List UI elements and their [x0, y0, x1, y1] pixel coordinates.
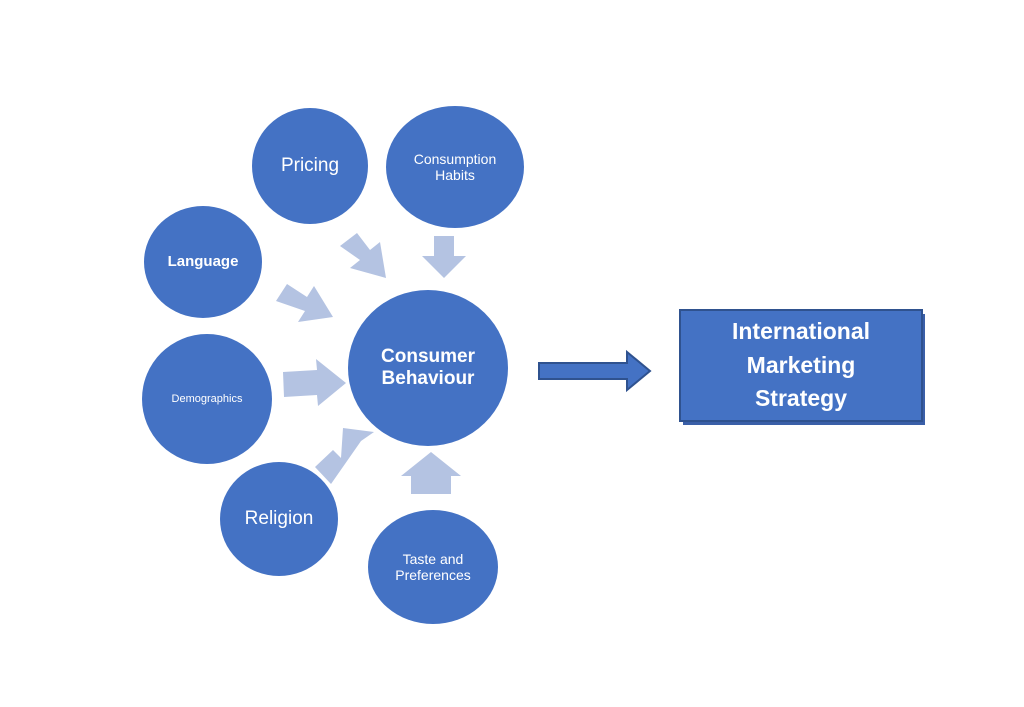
arrow-consumption-to-center — [422, 236, 466, 278]
center-consumer-behaviour: Consumer Behaviour — [348, 290, 508, 446]
factor-taste-line2: Preferences — [395, 567, 471, 583]
factor-religion-label: Religion — [244, 508, 314, 530]
center-line2: Behaviour — [381, 368, 475, 389]
factor-demographics-label: Demographics — [171, 392, 243, 405]
factor-consumption-habits: Consumption Habits — [386, 106, 524, 228]
strategy-line3: Strategy — [754, 385, 848, 412]
arrow-religion-to-center — [315, 428, 374, 484]
center-line1: Consumer — [381, 346, 475, 368]
factor-taste-line1: Taste and — [402, 550, 464, 567]
factor-religion: Religion — [220, 462, 338, 576]
arrow-taste-to-center — [401, 452, 461, 494]
arrow-language-to-center — [276, 284, 333, 322]
strategy-line1: International — [731, 318, 870, 345]
arrow-center-to-strategy — [538, 349, 652, 393]
arrow-demographics-to-center — [283, 359, 346, 406]
factor-pricing: Pricing — [252, 108, 368, 224]
factor-consumption-habits-line1: Consumption — [413, 150, 497, 167]
factor-taste-and-preferences: Taste and Preferences — [368, 510, 498, 624]
strategy-line2: Marketing — [746, 351, 856, 378]
factor-language-label: Language — [167, 253, 239, 271]
factor-consumption-habits-line2: Habits — [435, 167, 475, 183]
factor-language: Language — [144, 206, 262, 318]
factor-demographics: Demographics — [142, 334, 272, 464]
arrow-pricing-to-center — [340, 233, 386, 278]
international-marketing-strategy-box: International Marketing Strategy — [679, 309, 923, 422]
factor-pricing-label: Pricing — [280, 155, 340, 177]
